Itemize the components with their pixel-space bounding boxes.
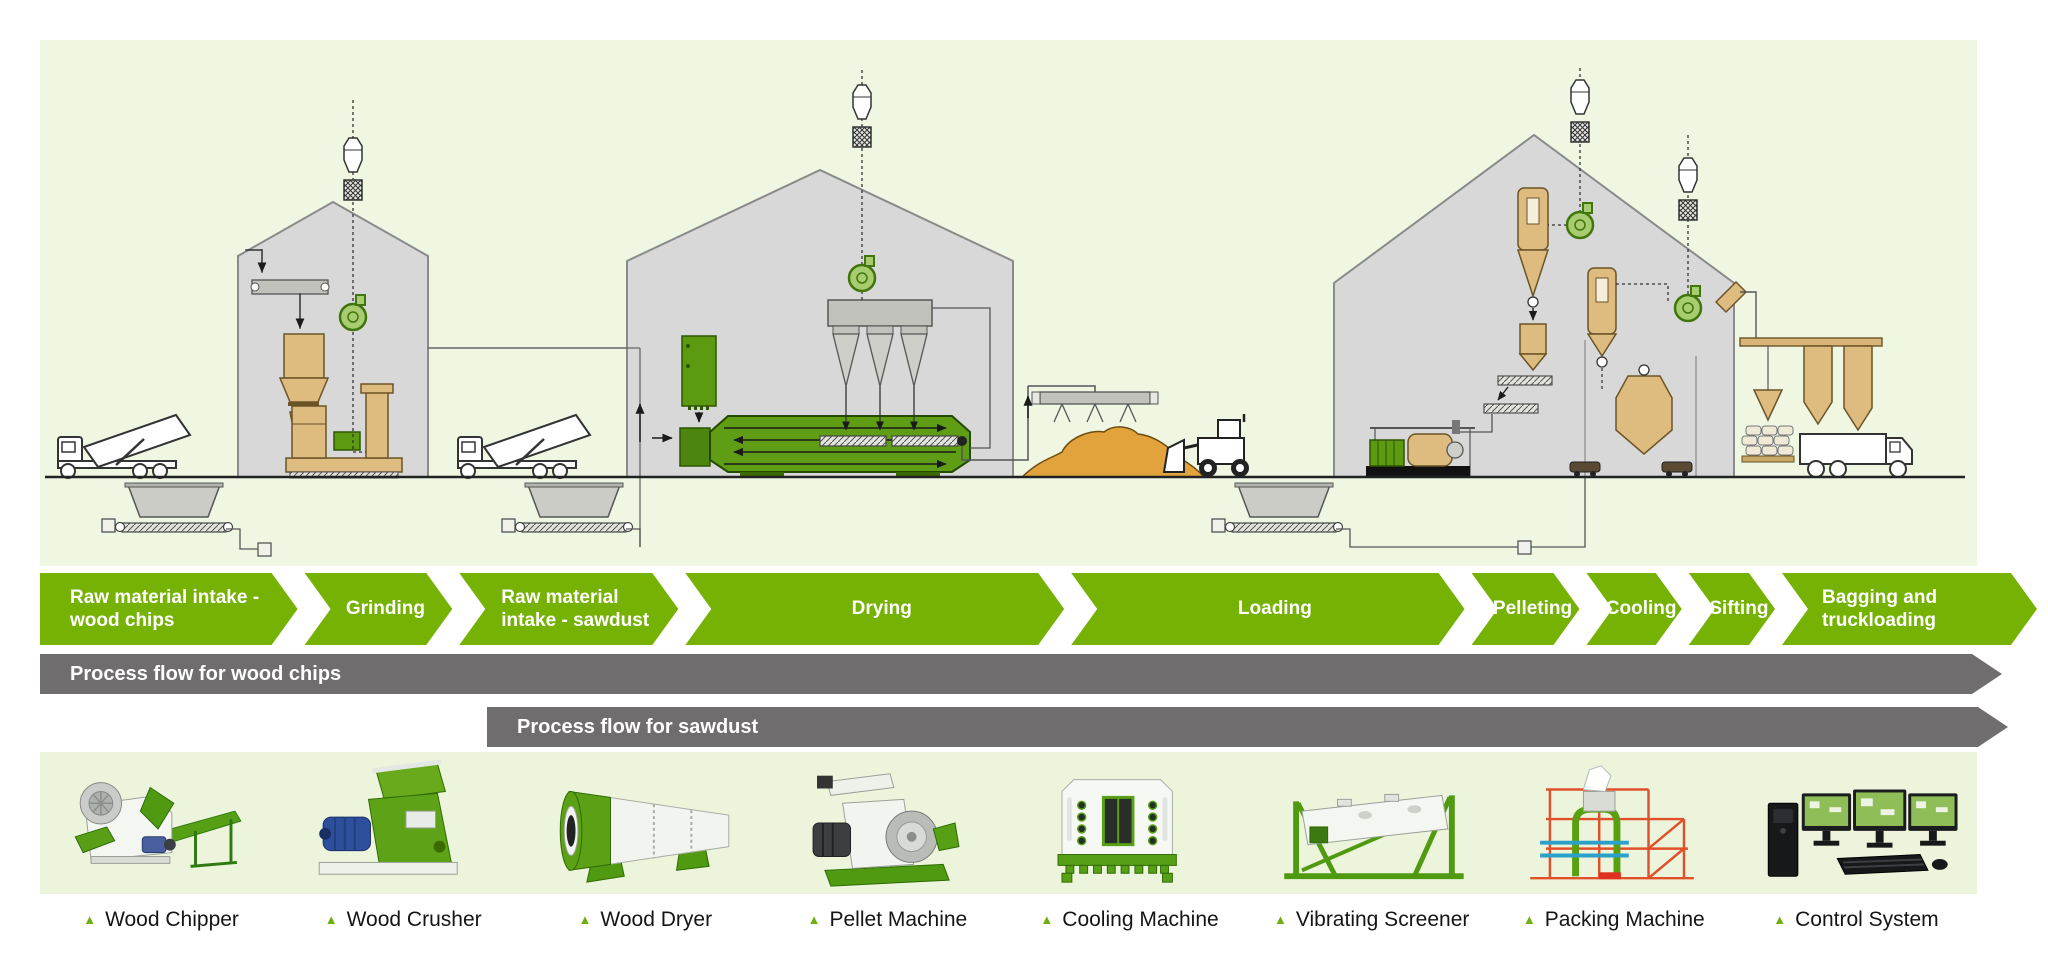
process-flow-bar: Raw material intake - wood chips Grindin… (40, 573, 2037, 645)
stage-label: Raw material intake - sawdust (501, 586, 650, 631)
stage-label: Pelleting (1492, 598, 1573, 620)
stage-drying: Drying (685, 573, 1064, 645)
pellet-mill (1366, 420, 1470, 476)
triangle-up-icon: ▲ (807, 911, 821, 927)
plant-illustration (45, 68, 1965, 557)
bag-filling-funnel (1752, 389, 1784, 422)
triangle-up-icon: ▲ (1040, 911, 1054, 927)
product-silo (1803, 345, 1833, 426)
overhead-rail (1739, 337, 1883, 347)
product-label: Packing Machine (1544, 908, 1705, 931)
intake-hopper (101, 482, 234, 533)
grinding-equipment (245, 249, 403, 479)
cyclone-airlock (852, 84, 872, 148)
diamond-hopper (1615, 375, 1673, 455)
wood-chips-flow-label: Process flow for wood chips (70, 663, 342, 685)
product-label-wood-chipper: ▲ Wood Chipper (40, 908, 282, 932)
product-label-wood-crusher: ▲ Wood Crusher (282, 908, 524, 932)
control-system-image (1735, 752, 1977, 894)
wood-crusher-image (282, 752, 524, 894)
packing-machine-image (1493, 752, 1735, 894)
wood-chipper-image (40, 752, 282, 894)
stage-grinding: Grinding (305, 573, 453, 645)
stage-label: Cooling (1605, 598, 1677, 620)
stage-label: Loading (1237, 598, 1312, 620)
product-labels-row: ▲Wood Chipper ▲Wood Crusher ▲Wood Dryer … (40, 908, 1977, 932)
product-label-wood-dryer: ▲ Wood Dryer (524, 908, 766, 932)
grinding-building (237, 200, 429, 478)
intake-hopper (1211, 482, 1344, 533)
wood-chips-flow-bar: Process flow for wood chips (40, 654, 2002, 694)
product-label-vibrating-screener: ▲ Vibrating Screener (1251, 908, 1493, 932)
stage-bagging-truckloading: Bagging and truckloading (1782, 573, 2037, 645)
grinding-air-system (338, 100, 368, 453)
dump-truck (56, 413, 192, 480)
stage-cooling: Cooling (1586, 573, 1681, 645)
stage-sifting: Sifting (1689, 573, 1775, 645)
stage-label: Bagging and truckloading (1822, 586, 1938, 631)
dump-truck (456, 413, 592, 480)
pellet-machine-image (766, 752, 1008, 894)
stage-raw-material-intake-wood-chips: Raw material intake - wood chips (40, 573, 298, 645)
cyclone-header (827, 299, 933, 327)
wet-sawdust-spreader (961, 385, 1159, 461)
sawdust-pile (1020, 426, 1206, 478)
triangle-up-icon: ▲ (1522, 911, 1536, 927)
product-label: Pellet Machine (829, 908, 968, 931)
cyclone-airlock (1678, 157, 1698, 221)
stage-label: Grinding (345, 598, 426, 620)
delivery-truck (1799, 433, 1913, 478)
product-label: Control System (1795, 908, 1939, 931)
drying-equipment (428, 70, 991, 547)
triangle-up-icon: ▲ (1273, 911, 1287, 927)
stage-raw-material-intake-sawdust: Raw material intake - sawdust (459, 573, 678, 645)
vibrating-screener-image (1251, 752, 1493, 894)
cyclone-separators (832, 325, 928, 431)
bagging-station (1739, 291, 1913, 478)
triangle-up-icon: ▲ (578, 911, 592, 927)
product-label-pellet-machine: ▲ Pellet Machine (766, 908, 1008, 932)
product-label-cooling-machine: ▲ Cooling Machine (1009, 908, 1251, 932)
stage-pelleting: Pelleting (1472, 573, 1580, 645)
product-silo (1843, 345, 1873, 432)
triangle-up-icon: ▲ (324, 911, 338, 927)
stage-label: Raw material intake - wood chips (70, 586, 260, 631)
triangle-up-icon: ▲ (1773, 911, 1787, 927)
stage-label: Drying (851, 598, 912, 620)
pelleting-equipment (1366, 68, 1748, 477)
intake-hopper (501, 482, 634, 533)
cooling-machine-image (1009, 752, 1251, 894)
wood-dryer-image (524, 752, 766, 894)
cyclone-airlock (343, 137, 363, 201)
product-label: Wood Chipper (105, 908, 239, 931)
product-label: Cooling Machine (1062, 908, 1219, 931)
plant-illustration-panel (40, 40, 1977, 566)
triangle-up-icon: ▲ (83, 911, 97, 927)
pallet-of-bags (1741, 425, 1795, 463)
underground-ducts (226, 477, 1586, 557)
product-label-control-system: ▲ Control System (1735, 908, 1977, 932)
wheel-loader (1162, 414, 1249, 477)
product-label: Vibrating Screener (1295, 908, 1470, 931)
pellet-cart (1569, 461, 1693, 477)
stage-label: Sifting (1709, 598, 1769, 620)
product-label: Wood Crusher (346, 908, 482, 931)
product-label: Wood Dryer (600, 908, 713, 931)
sawdust-flow-label: Process flow for sawdust (517, 716, 759, 738)
stage-loading: Loading (1071, 573, 1464, 645)
product-strip (40, 752, 1977, 894)
sawdust-flow-bar: Process flow for sawdust (487, 707, 2008, 747)
product-label-packing-machine: ▲ Packing Machine (1493, 908, 1735, 932)
cyclone-airlock (1570, 79, 1590, 143)
